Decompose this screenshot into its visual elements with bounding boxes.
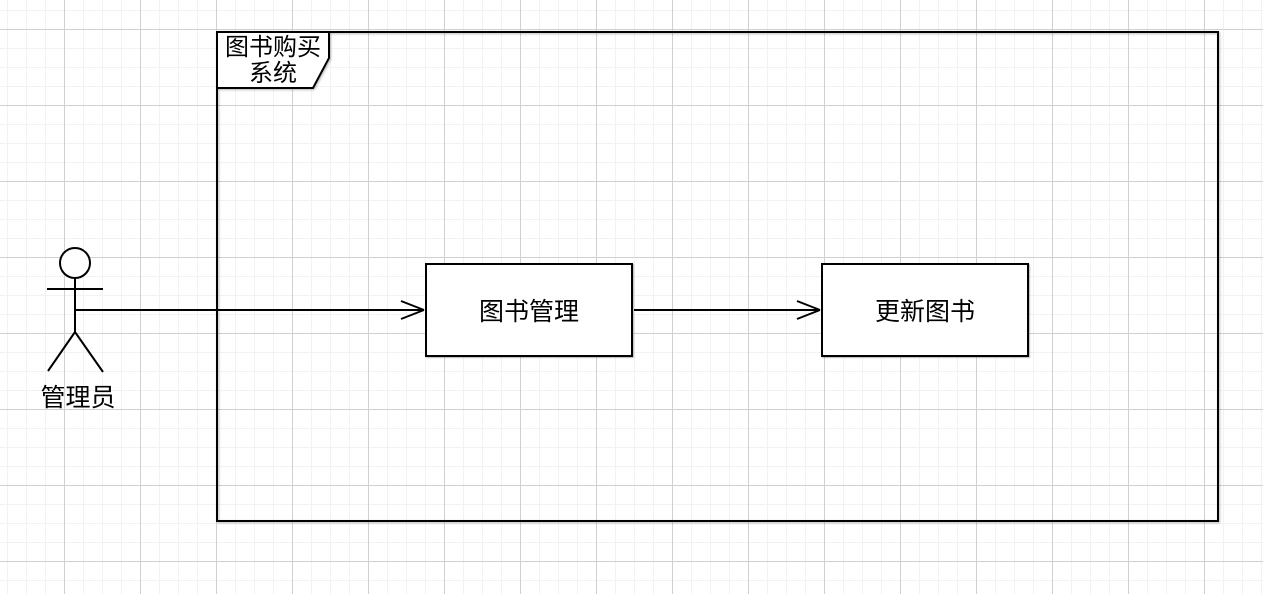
actor-right-leg [74,331,104,373]
open-arrowhead-icon [796,300,821,320]
usecase-label: 图书管理 [478,298,579,326]
usecase-book-management[interactable]: 图书管理 [425,263,633,357]
actor-head [59,247,91,279]
system-boundary-rect[interactable] [216,31,1219,522]
actor-figure[interactable] [47,247,104,373]
usecase-label: 更新图书 [874,298,975,326]
actor-label: 管理员 [40,384,116,412]
system-boundary[interactable] [216,31,1219,522]
edge-book-management-to-update-book[interactable] [634,300,821,320]
usecase-update-book[interactable]: 更新图书 [821,263,1029,357]
edge-admin-to-book-management[interactable] [76,300,425,320]
open-arrowhead-icon [400,300,425,320]
actor-left-leg [47,331,76,372]
system-boundary-label-tab[interactable] [216,31,330,89]
